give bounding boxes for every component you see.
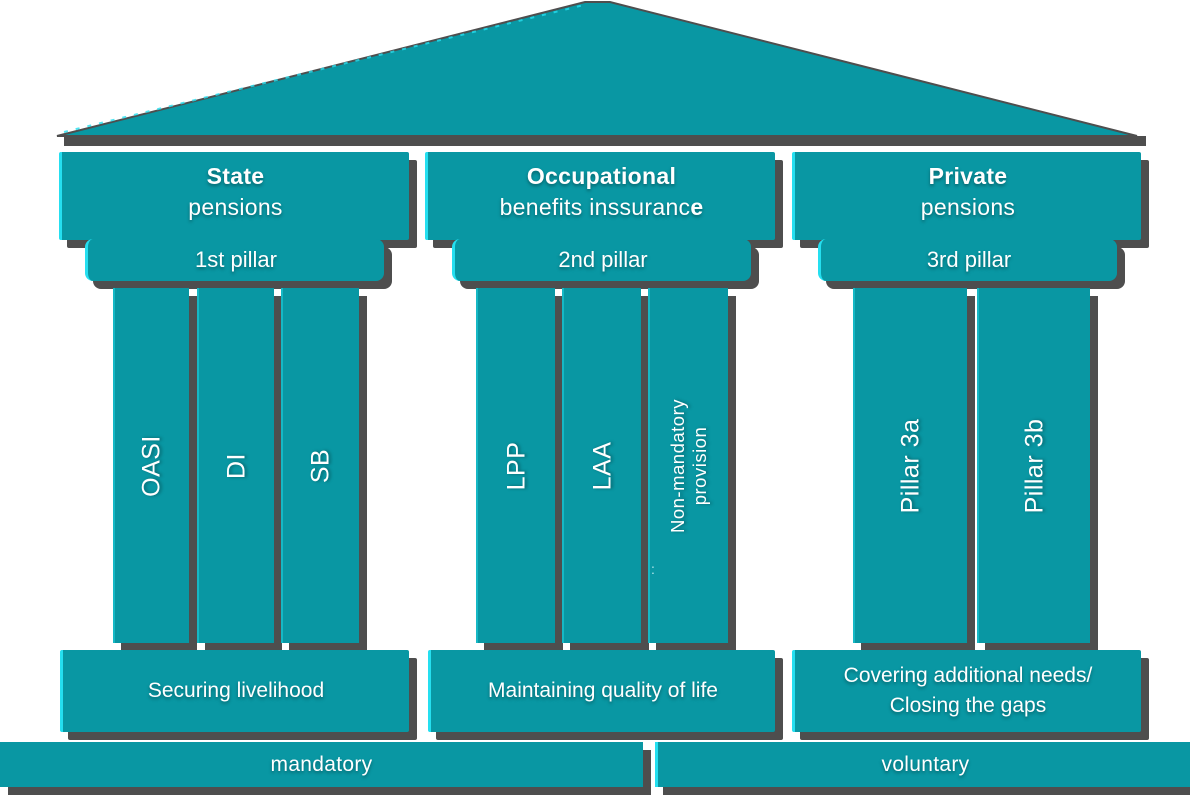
state-pensions-title: State	[206, 163, 265, 189]
roof-shape	[56, 0, 1138, 137]
third-pillar-label: 3rd pillar	[926, 247, 1012, 272]
roof-shadow-band	[64, 136, 1146, 146]
column-pillar-3a-label: Pillar 3a	[896, 418, 925, 513]
column-oasi: OASI	[113, 288, 189, 643]
column-pillar-3a: Pillar 3a	[853, 288, 967, 643]
occupational-description: Maintaining quality of life	[428, 650, 775, 732]
occupational-subtitle-text: benefits inssuranc	[499, 194, 691, 220]
column-non-mandatory: Non-mandatory provision	[648, 288, 728, 643]
occupational-subtitle: benefits inssurance	[428, 192, 775, 223]
column-oasi-label: OASI	[137, 434, 166, 497]
stray-colon-artifact: :	[651, 561, 655, 577]
column-lpp-label: LPP	[502, 441, 530, 490]
state-pensions-description-text: Securing livelihood	[147, 679, 325, 702]
state-pensions-subtitle: pensions	[62, 192, 409, 223]
voluntary-bar: voluntary	[655, 742, 1190, 787]
column-pillar-3b-label: Pillar 3b	[1020, 418, 1048, 513]
voluntary-bar-label: voluntary	[881, 752, 970, 776]
occupational-description-text: Maintaining quality of life	[488, 679, 718, 702]
third-pillar-label-box: 3rd pillar	[818, 239, 1117, 281]
occupational-subtitle-bold: e	[690, 194, 704, 220]
column-pillar-3b: Pillar 3b	[977, 288, 1090, 643]
column-sb: SB	[281, 288, 359, 643]
state-pensions-subtitle-text: pensions	[188, 194, 283, 220]
column-non-mandatory-label: Non-mandatory provision	[667, 398, 710, 533]
occupational-header: Occupational benefits inssurance	[425, 152, 775, 240]
private-pensions-header: Private pensions	[792, 152, 1141, 240]
column-lpp: LPP	[476, 288, 555, 643]
column-sb-label: SB	[306, 448, 335, 483]
private-pensions-description: Covering additional needs/ Closing the g…	[792, 650, 1141, 732]
second-pillar-label-box: 2nd pillar	[452, 239, 751, 281]
private-pensions-description-text: Covering additional needs/ Closing the g…	[843, 664, 1093, 717]
private-pensions-subtitle: pensions	[795, 192, 1141, 223]
first-pillar-label: 1st pillar	[195, 247, 277, 272]
mandatory-bar: mandatory	[0, 742, 643, 787]
private-pensions-subtitle-text: pensions	[920, 194, 1016, 220]
mandatory-bar-label: mandatory	[270, 752, 373, 776]
column-laa-label: LAA	[588, 441, 616, 490]
column-di-label: DI	[222, 452, 250, 479]
state-pensions-description: Securing livelihood	[60, 650, 409, 732]
roof-triangle	[56, 0, 1146, 146]
private-pensions-title: Private	[928, 163, 1008, 189]
first-pillar-label-box: 1st pillar	[85, 239, 384, 281]
column-di: DI	[197, 288, 274, 643]
state-pensions-header: State pensions	[59, 152, 409, 240]
occupational-title: Occupational	[526, 163, 677, 189]
column-laa: LAA	[562, 288, 641, 643]
second-pillar-label: 2nd pillar	[558, 247, 648, 272]
